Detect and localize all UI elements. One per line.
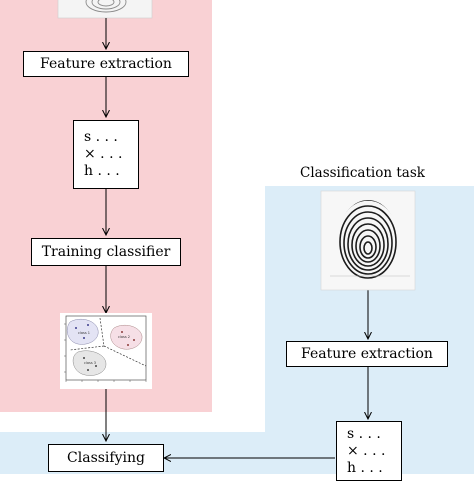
training-feature-vector-box: s . . . × . . . h . . .: [73, 120, 139, 189]
training-classifier-box: Training classifier: [31, 238, 181, 266]
cluster-1: [67, 319, 99, 345]
training-classifier-label: Training classifier: [41, 244, 171, 260]
classification-task-title: Classification task: [300, 165, 425, 181]
training-feature-extraction-label: Feature extraction: [40, 56, 172, 72]
feature-row: × . . .: [347, 442, 386, 459]
feature-row: s . . .: [347, 425, 381, 442]
classification-feature-extraction-label: Feature extraction: [301, 346, 433, 362]
feature-row: h . . .: [347, 459, 383, 476]
training-feature-extraction-box: Feature extraction: [23, 51, 189, 77]
plot-label-class-3: class 3: [84, 361, 96, 365]
classification-feature-extraction-box: Feature extraction: [286, 341, 448, 367]
classifying-box: Classifying: [48, 444, 164, 472]
cluster-2: [110, 325, 143, 350]
classification-feature-vector-box: s . . . × . . . h . . .: [336, 421, 402, 481]
feature-row: × . . .: [84, 146, 123, 162]
plot-label-class-1: class 1: [78, 331, 90, 335]
feature-row: h . . .: [84, 163, 120, 179]
plot-label-class-2: class 2: [118, 335, 130, 339]
feature-row: s . . .: [84, 129, 118, 145]
cluster-3: [72, 350, 107, 376]
classifying-label: Classifying: [67, 450, 145, 466]
